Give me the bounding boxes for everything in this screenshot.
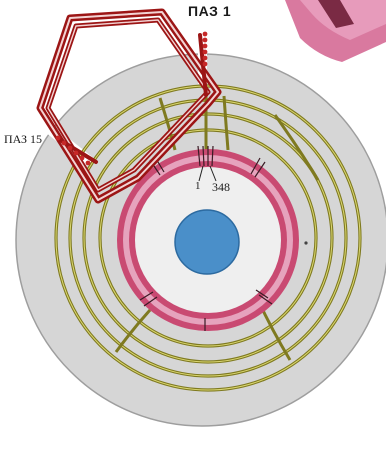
slot-1-label: ПАЗ 1 xyxy=(188,4,231,18)
slot-15-label: ПАЗ 15 xyxy=(4,133,42,145)
tool-corner xyxy=(285,0,386,62)
conductor-last-label: 348 xyxy=(212,181,230,193)
shaft-hole xyxy=(175,210,239,274)
conductor-first-label: 1 xyxy=(195,181,201,192)
